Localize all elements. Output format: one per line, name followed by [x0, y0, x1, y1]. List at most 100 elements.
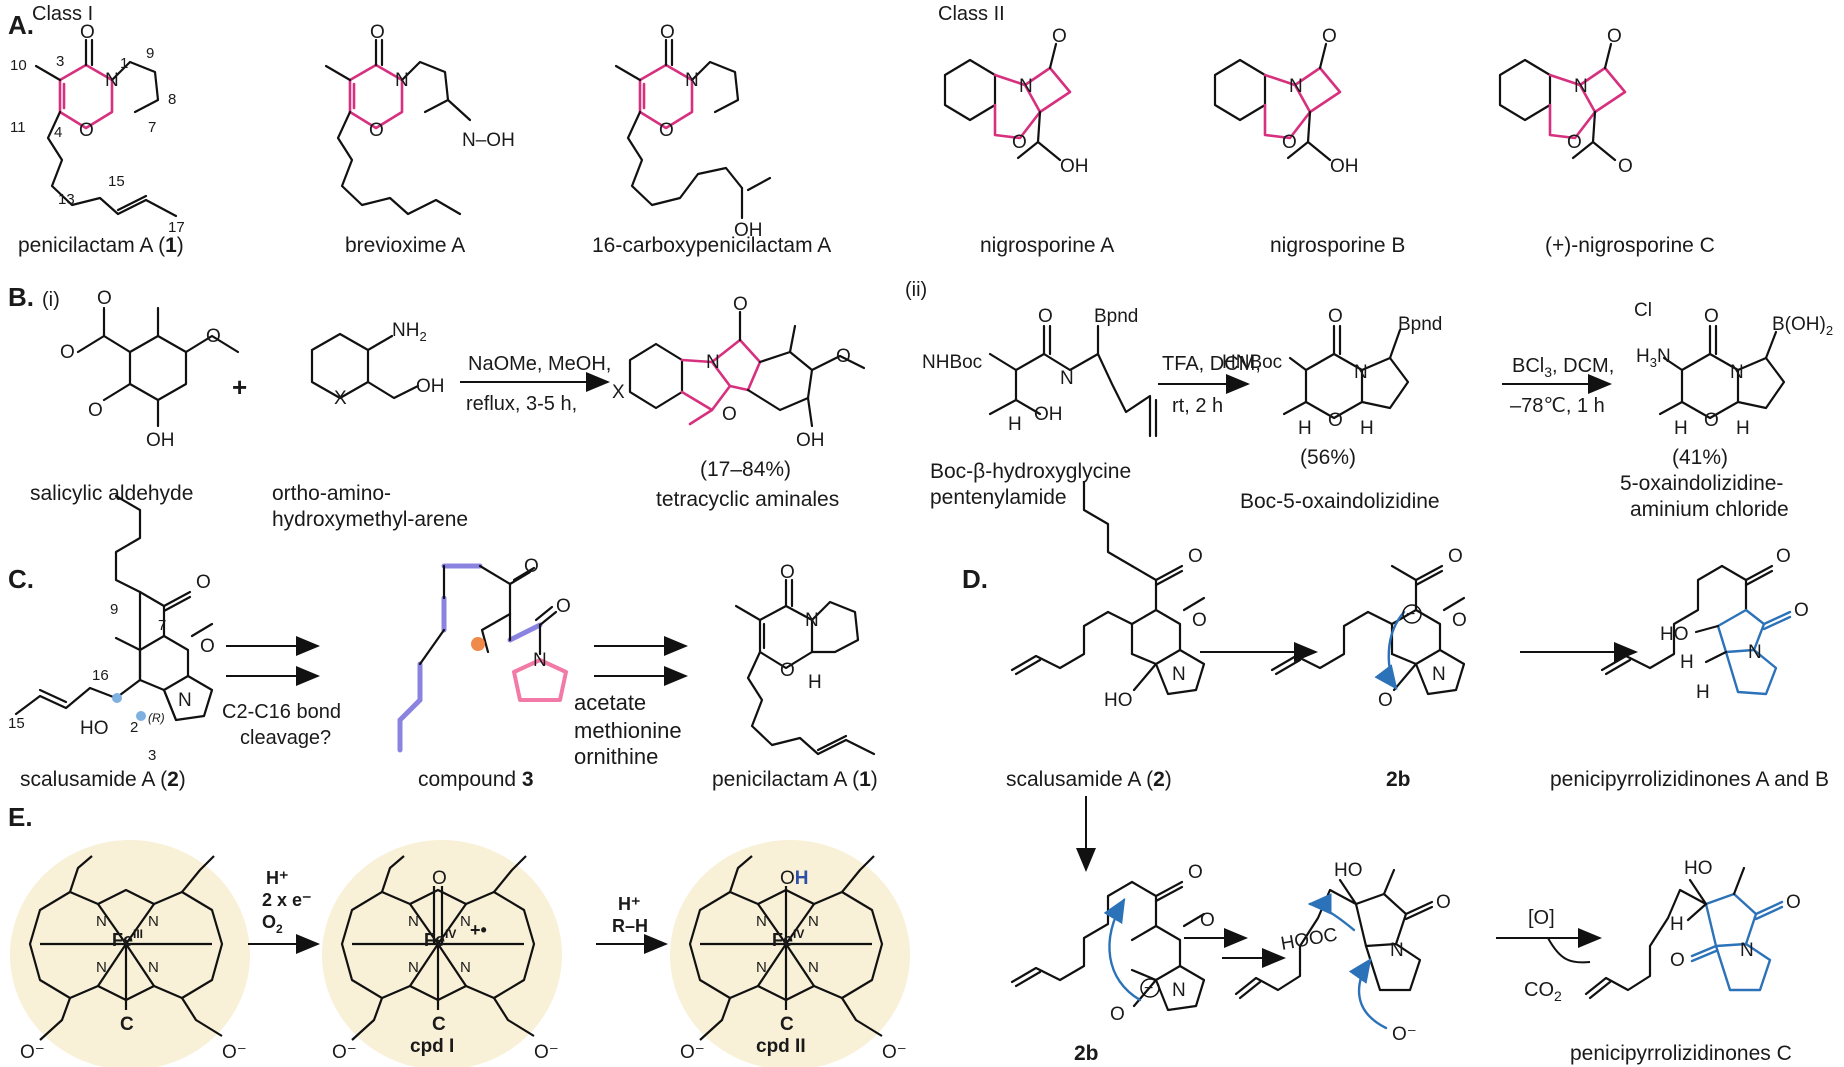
panel-label-d: D. [962, 564, 988, 594]
atom-number: 15 [108, 173, 125, 190]
heme-fe3 [28, 855, 224, 1041]
carbanion-charge [1140, 978, 1160, 998]
atom-o: O [1567, 132, 1582, 153]
atom-o: O [1188, 862, 1203, 883]
legend-methionine: methionine [574, 718, 682, 743]
carbon-2-marker [136, 711, 146, 721]
fe4-label: FeIV [424, 927, 456, 950]
atom-o: O [1776, 546, 1791, 567]
carboxylate-label: O⁻ [882, 1042, 907, 1063]
class-1-label: Class I [32, 3, 93, 25]
label-salicylic-aldehyde: salicylic aldehyde [30, 482, 193, 505]
reagent-b3-line2: –78℃, 1 h [1510, 395, 1605, 417]
atom-hnboc: HNBoc [1222, 352, 1282, 373]
structure-scalusamide-a-c [14, 494, 214, 722]
atom-ominus: O⁻ [1392, 1024, 1417, 1045]
atom-n: N [1748, 642, 1762, 663]
pyrrole-n: N [756, 913, 767, 930]
structure-scalusamide-a-d [1010, 480, 1206, 696]
atom-o: O [1786, 892, 1801, 913]
atom-o: O [369, 120, 384, 141]
atom-number: 9 [146, 45, 154, 62]
atom-b-oh2: B(OH)2 [1772, 314, 1833, 338]
panel-label-a: A. [8, 10, 34, 40]
stereo-label: (R) [148, 711, 165, 725]
atom-o: O [1607, 26, 1622, 47]
atom-bpnd: Bpnd [1094, 306, 1138, 327]
yield-b1: (17–84%) [700, 458, 791, 481]
atom-o: O [80, 22, 95, 43]
atom-n: N [1432, 664, 1446, 685]
heme-cpd-i [340, 855, 536, 1041]
atom-o: O [1452, 610, 1467, 631]
atom-o: O [1448, 546, 1463, 567]
step1-proton: H⁺ [266, 868, 289, 888]
atom-n: N [533, 650, 547, 671]
reagent-b2-line1: TFA, DCM, [1162, 353, 1261, 375]
atom-ho: HO [1684, 858, 1713, 879]
atom-number: 3 [148, 747, 156, 764]
atom-o: O [1188, 546, 1203, 567]
atom-n: N [1574, 76, 1588, 97]
atom-n: N [1390, 940, 1404, 961]
legend-ornithine: ornithine [574, 744, 658, 769]
structure-16-carboxypenicilactam-a [614, 38, 772, 220]
structure-brevioxime-a [324, 38, 472, 216]
atom-o: O [1038, 306, 1053, 327]
sub-label-i: (i) [42, 289, 60, 311]
label-boc-1: Boc-β-hydroxyglycine [930, 460, 1131, 483]
atom-o: O [1052, 26, 1067, 47]
atom-oh: OH [416, 376, 445, 397]
atom-o: O [1328, 410, 1343, 431]
atom-o: O [1200, 910, 1215, 931]
atom-oh: OH [1034, 404, 1063, 425]
atom-n: N [1172, 664, 1186, 685]
atom-number: 7 [148, 119, 156, 136]
atom-o: O [206, 326, 221, 347]
pyrrole-n: N [148, 913, 159, 930]
charge-minus: − [1144, 980, 1153, 997]
atom-oh: OH [1060, 156, 1089, 177]
pyrrole-n: N [756, 959, 767, 976]
carboxylate-label: O⁻ [534, 1042, 559, 1063]
atom-o: O [1192, 610, 1207, 631]
atom-ho: HO [1660, 624, 1689, 645]
atom-o: O [660, 22, 675, 43]
radical-cation: +• [470, 920, 487, 940]
structure-penicipyrrolizidinones-ab [1600, 564, 1792, 696]
atom-n: N [706, 352, 720, 373]
panel-label-c: C. [8, 564, 34, 594]
structure-penicilactam-a-c [734, 578, 876, 756]
atom-n: N [1172, 980, 1186, 1001]
atom-number: 1 [120, 55, 128, 72]
atom-n: N [1730, 362, 1744, 383]
reagent-b1-line2: reflux, 3-5 h, [466, 393, 577, 415]
atom-number: 4 [54, 124, 62, 141]
carboxylate-label: O⁻ [680, 1042, 705, 1063]
structure-penicipyrrolizidinones-c [1584, 866, 1784, 1000]
atom-o: O [836, 346, 851, 367]
ferryl-oxygen: O [432, 868, 447, 889]
atom-ho: HO [1334, 860, 1363, 881]
atom-oh: OH [796, 430, 825, 451]
class-2-label: Class II [938, 3, 1005, 25]
atom-ho: HO [1104, 690, 1133, 711]
label-nigrosporine-c: (+)-nigrosporine C [1545, 234, 1715, 257]
atom-o: O [1282, 132, 1297, 153]
atom-number: 2 [130, 719, 138, 736]
atom-number: 3 [56, 53, 64, 70]
atom-n: N [805, 610, 819, 631]
label-boc-2: pentenylamide [930, 486, 1067, 509]
atom-o: O [1704, 410, 1719, 431]
atom-n: N [1060, 368, 1074, 389]
atom-number: 16 [92, 667, 109, 684]
oxidation-label: [O] [1528, 907, 1555, 929]
structure-salicylic-aldehyde [76, 306, 240, 428]
atom-h: H [1670, 914, 1684, 935]
atom-h: H [1696, 682, 1710, 703]
atom-o: O [780, 660, 795, 681]
label-scalusamide-c: scalusamide A (2) [20, 768, 186, 791]
atom-number: 7 [158, 617, 166, 634]
atom-hooc: HOOC [1279, 924, 1339, 955]
atom-o: O [1618, 156, 1633, 177]
